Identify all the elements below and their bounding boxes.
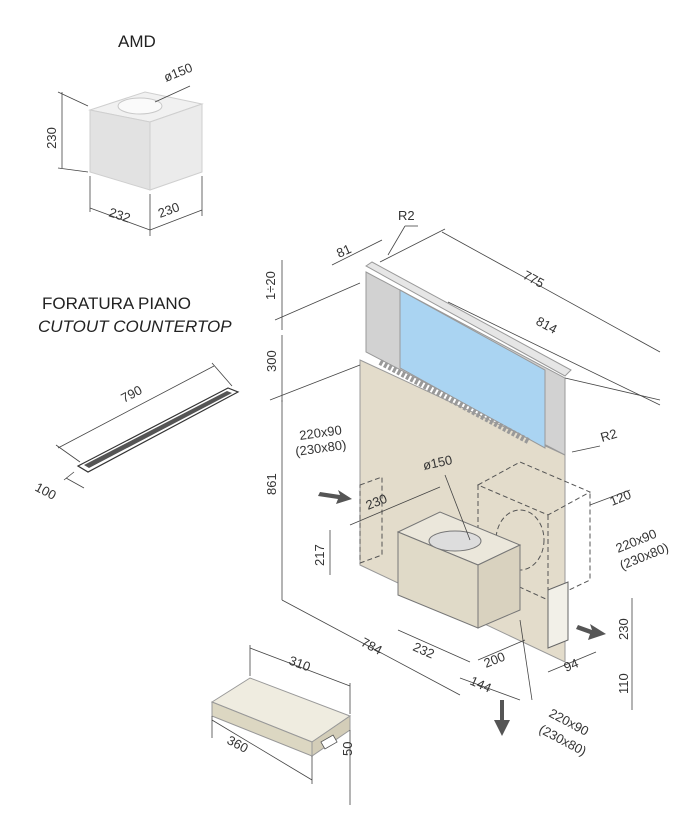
dim-784-label: 784 — [359, 634, 385, 657]
amd-dia-label: ø150 — [162, 60, 195, 85]
cutout-width-label: 100 — [33, 479, 59, 502]
dim-144-line — [459, 677, 521, 701]
dim-814-line — [447, 301, 661, 406]
motor-length-label: 360 — [225, 732, 251, 755]
grille-strip — [378, 359, 532, 445]
dim-1-20-ext — [274, 282, 361, 321]
arrow-left-icon — [318, 490, 352, 504]
dim-81-line — [331, 239, 383, 266]
r2-top-label: R2 — [398, 208, 415, 223]
dia-leader — [444, 474, 471, 541]
dim-1-20-label: 1÷20 — [263, 271, 278, 300]
arrow-right-icon — [576, 624, 606, 640]
r2-right-label: R2 — [599, 426, 619, 445]
cutout-title-it: FORATURA PIANO — [42, 294, 191, 313]
amd-right-face — [149, 103, 203, 191]
cutout-length-label: 790 — [118, 382, 144, 405]
amd-left-face — [89, 109, 151, 191]
cutout-length-ext-a — [55, 444, 81, 463]
dim-230-line — [349, 486, 441, 526]
cutout-slot-opening — [84, 391, 232, 468]
dim-775-ext-a — [379, 228, 446, 263]
dim-775-line — [441, 231, 661, 353]
dim-200-label: 200 — [482, 649, 508, 671]
amd-width-line — [89, 207, 151, 231]
amd-height-ext-bottom — [57, 167, 89, 173]
right-outlet-grille — [547, 581, 569, 649]
cutout-length-ext-b — [211, 362, 233, 387]
duct-left-label: 220x90 — [298, 422, 342, 443]
amd-title: AMD — [118, 32, 156, 51]
duct-left-alt-label: (230x80) — [294, 437, 347, 459]
dim-110-label: 110 — [616, 673, 631, 694]
dim-144-label: 144 — [468, 673, 494, 696]
motor-unit: 310 360 50 — [210, 645, 355, 805]
dim-861-ext-top — [269, 364, 361, 401]
dim-232-line — [397, 629, 471, 663]
dim-232-label: 232 — [411, 639, 437, 662]
duct-bottom-leader — [519, 619, 533, 701]
r2-top-leader — [387, 225, 406, 256]
dim-861-label: 861 — [264, 473, 279, 495]
dim-814-label: 814 — [534, 313, 560, 336]
motor-height-label: 50 — [340, 742, 355, 756]
front-amd-outlet — [428, 530, 482, 552]
amd-height-label: 230 — [44, 127, 59, 149]
dim-230b-label: 230 — [616, 618, 631, 640]
dim-94-line — [547, 651, 597, 673]
cutout-width-line — [65, 477, 85, 489]
motor-width-line — [249, 647, 351, 687]
front-amd-right — [477, 544, 521, 629]
cutout-section: FORATURA PIANO CUTOUT COUNTERTOP 790 100 — [33, 294, 240, 503]
amd-depth-line — [149, 209, 203, 231]
dim-814-ext — [564, 377, 661, 401]
amd-width-label: 232 — [107, 205, 132, 226]
motor-length-line — [211, 719, 313, 781]
amd-height-ext-top — [57, 91, 89, 107]
dim-200-line — [477, 639, 526, 661]
dim-300-label: 300 — [264, 350, 279, 372]
r2-right-leader — [571, 445, 601, 453]
dia-label: ø150 — [422, 452, 454, 473]
motor-connector — [320, 734, 338, 750]
cutout-width-ext — [63, 471, 75, 481]
main-assembly: R2 81 1÷20 775 814 R2 300 861 220x90 (23… — [263, 208, 671, 759]
rear-amd-top-dashed — [476, 461, 592, 516]
amd-depth-label: 230 — [156, 199, 182, 221]
amd-unit: AMD ø150 230 232 230 — [44, 32, 204, 236]
dim-94-label: 94 — [562, 655, 581, 674]
rear-amd-right-dashed — [547, 492, 591, 601]
dim-217-label: 217 — [312, 544, 327, 566]
amd-dia-leader — [154, 85, 191, 103]
arrow-down-icon — [494, 700, 510, 736]
dim-120-line — [589, 489, 631, 506]
amd-outlet-circle — [117, 97, 163, 115]
cutout-title-en: CUTOUT COUNTERTOP — [38, 317, 232, 336]
cutout-length-line — [57, 365, 215, 449]
glass-top-edge — [365, 261, 572, 377]
motor-width-label: 310 — [287, 653, 313, 675]
dim-81-label: 81 — [334, 241, 353, 261]
dim-784-line — [281, 599, 461, 696]
glass-panel — [399, 289, 546, 449]
